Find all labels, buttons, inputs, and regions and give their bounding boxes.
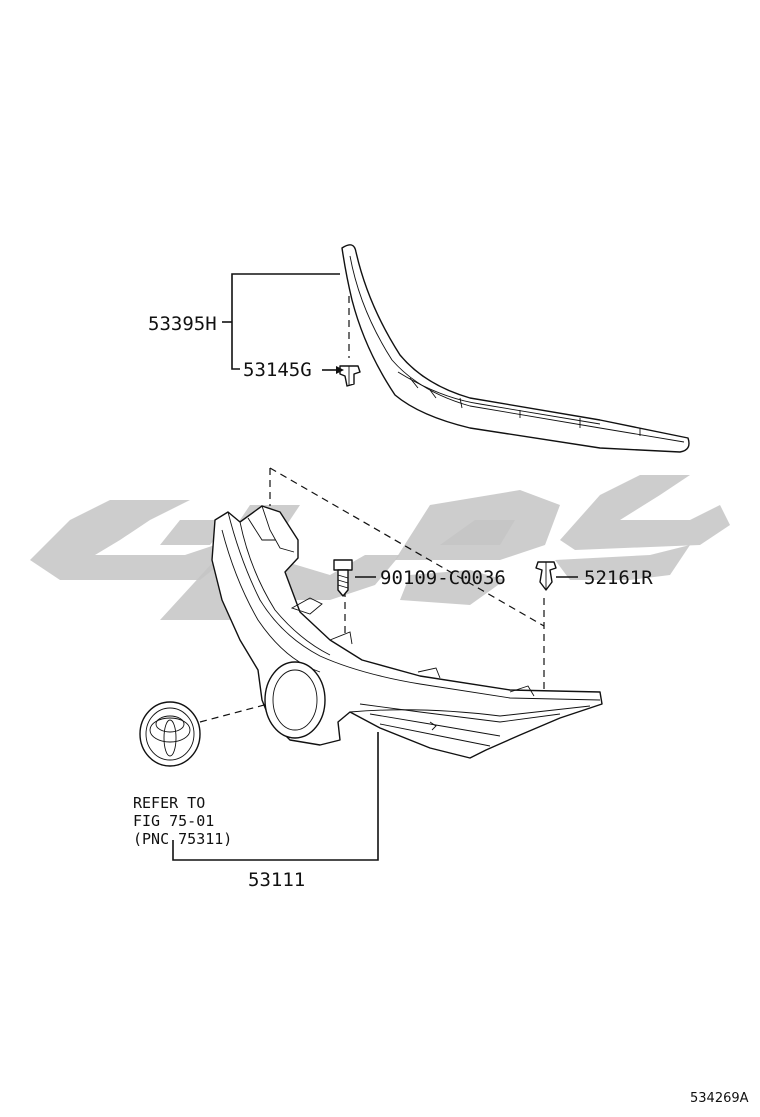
grille-assembly-part <box>211 505 603 759</box>
label-52161r: 52161R <box>584 567 653 589</box>
emblem-part <box>139 701 201 767</box>
assembly-dash-lines <box>199 467 545 723</box>
clip-52161r <box>535 561 578 591</box>
watermark <box>30 475 730 620</box>
bolt-90109-c0036 <box>333 559 376 597</box>
upper-molding-part <box>341 244 690 453</box>
clip-53145g <box>339 365 361 387</box>
label-53111: 53111 <box>248 869 305 891</box>
label-53395h: 53395H <box>148 313 217 335</box>
figure-code: 534269A <box>690 1091 749 1106</box>
reference-note-line1: REFER TO <box>133 794 205 812</box>
reference-note-line2: FIG 75-01 <box>133 812 214 830</box>
label-53145g: 53145G <box>243 359 312 381</box>
reference-note-line3: (PNC 75311) <box>133 830 232 848</box>
leader-53395h <box>222 273 350 374</box>
label-90109-c0036: 90109-C0036 <box>380 567 506 589</box>
leader-53111 <box>172 732 379 861</box>
